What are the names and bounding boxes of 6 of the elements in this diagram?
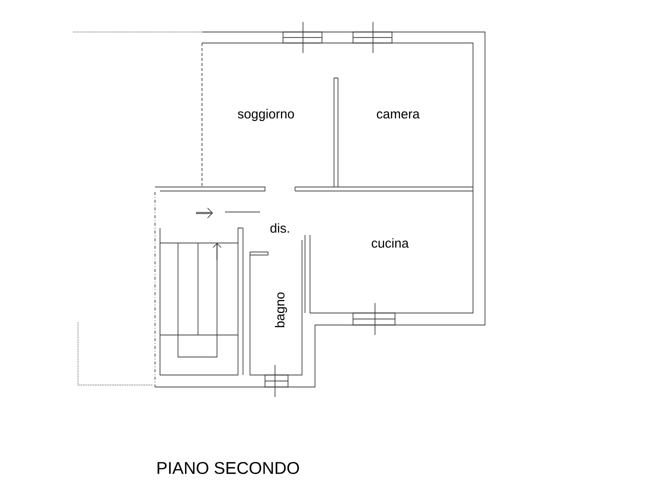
room-label: dis.: [270, 223, 289, 233]
room-label: cucina: [372, 238, 409, 248]
room-label: soggiorno: [238, 108, 294, 122]
room-label: bagno: [274, 292, 288, 328]
title: PIANO SECONDO: [158, 462, 299, 474]
room-label: camera: [376, 111, 420, 119]
